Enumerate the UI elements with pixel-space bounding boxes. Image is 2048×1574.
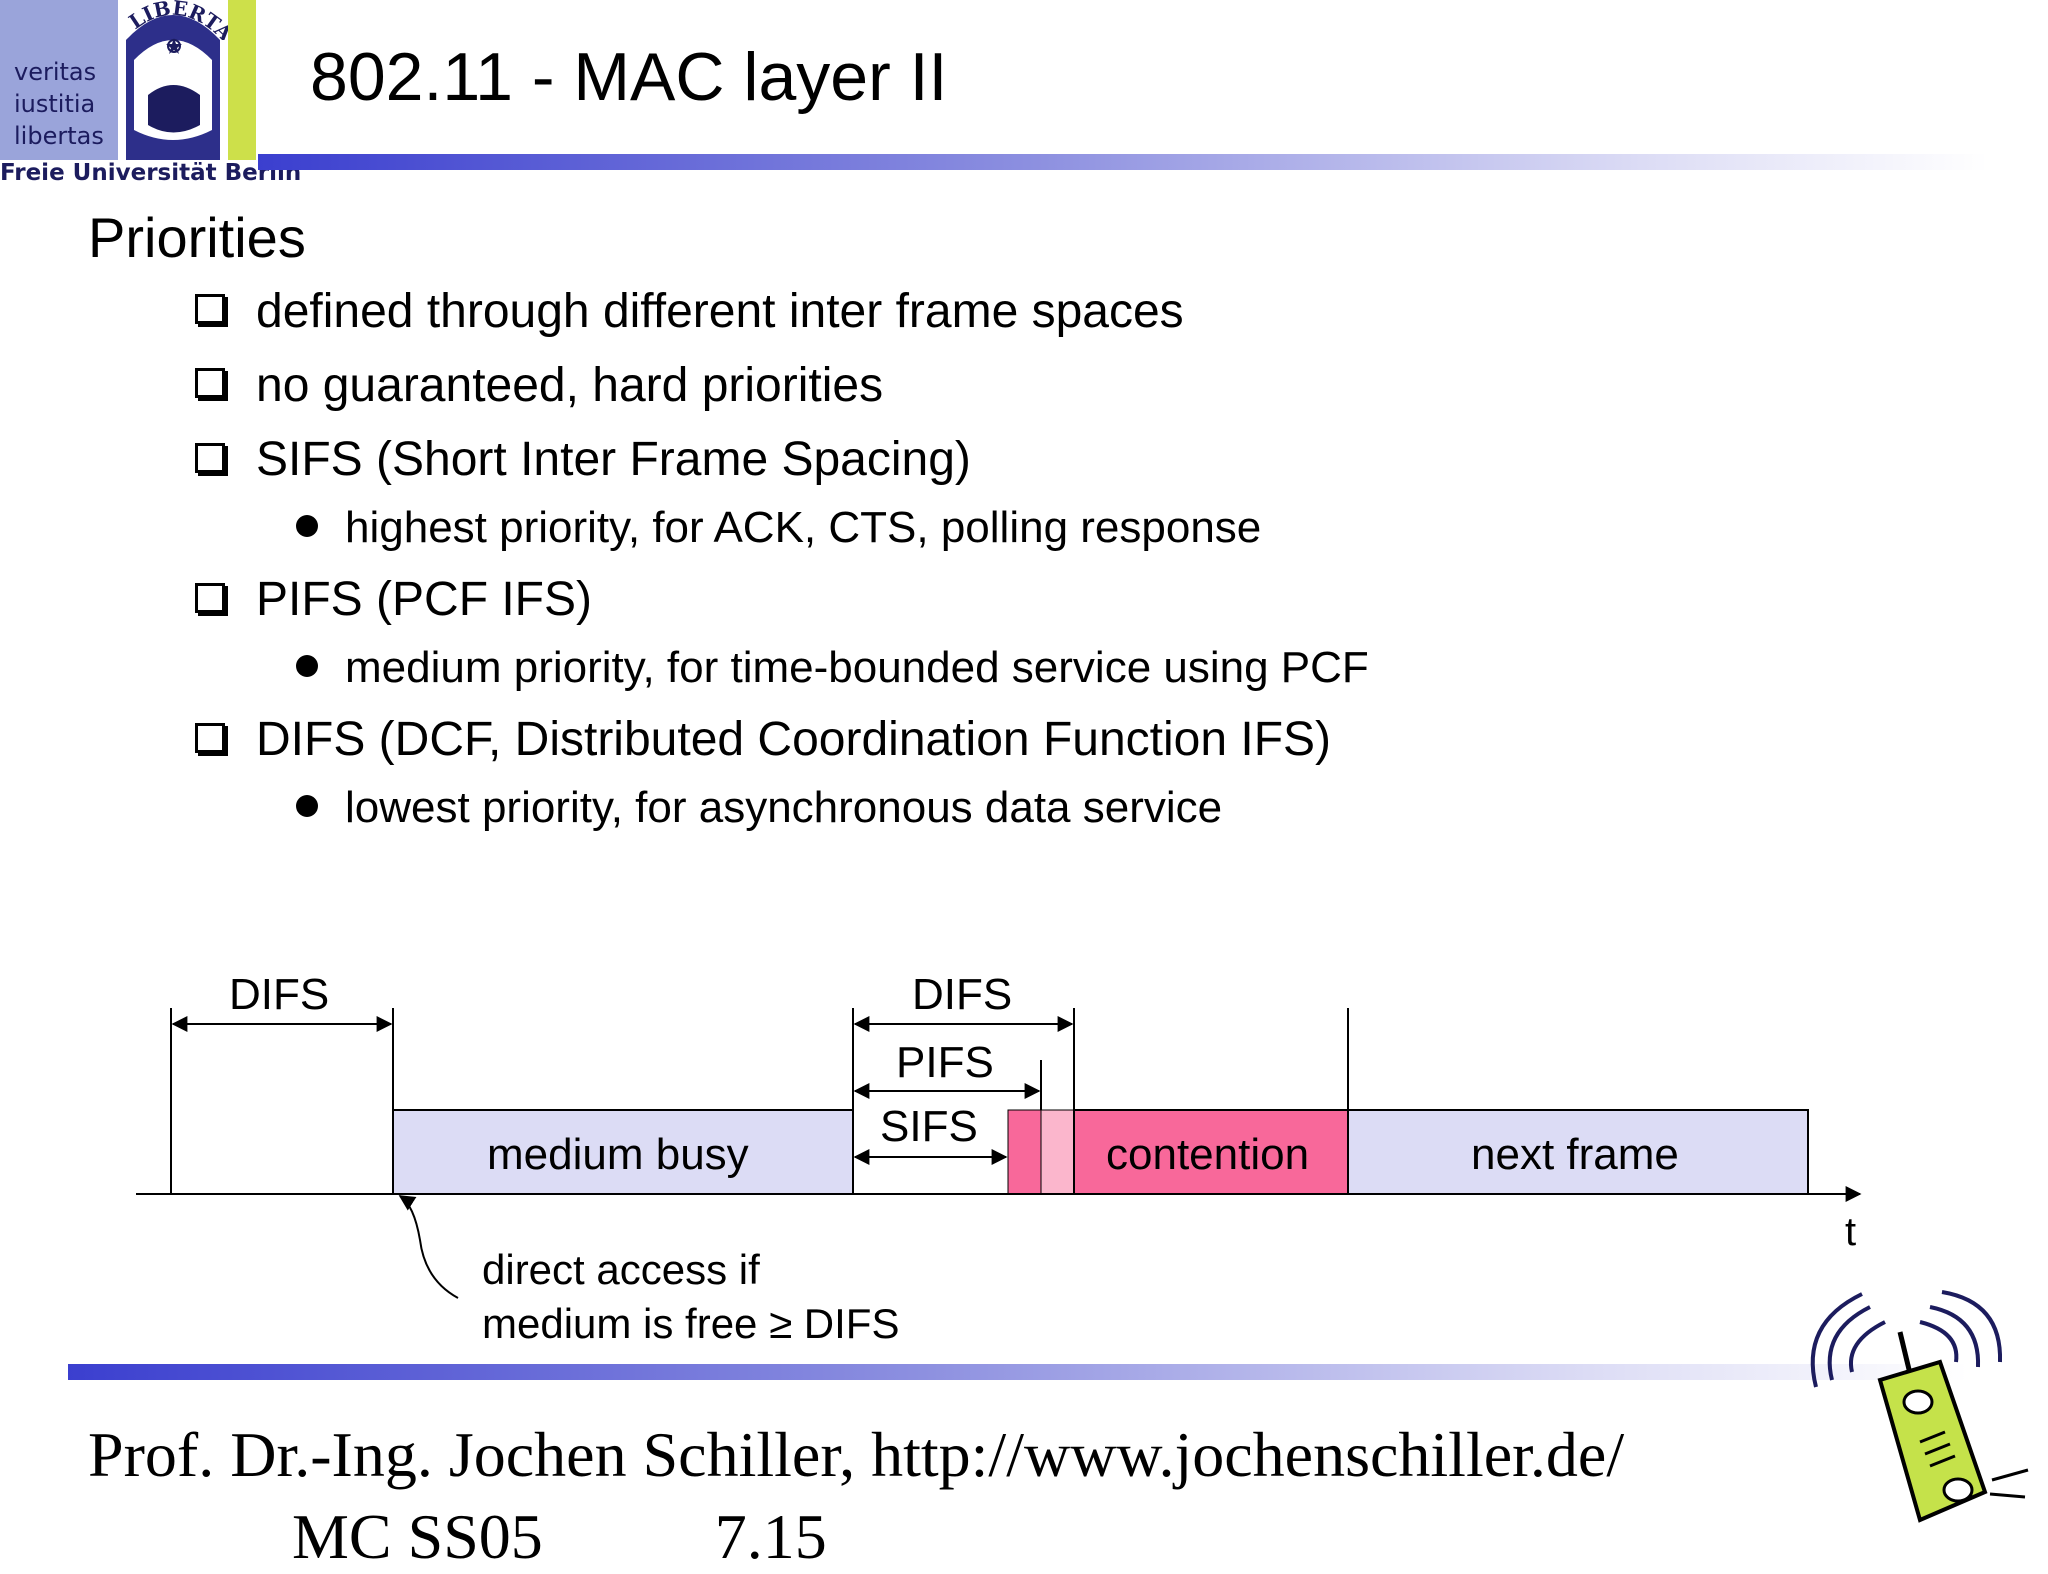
seal-text-path: LIBERTAS: [118, 0, 228, 40]
round-bullet-icon: [296, 515, 318, 537]
logo-panel: veritas iustitia libertas: [0, 0, 122, 160]
section-heading: Priorities: [88, 206, 306, 269]
difs-label: DIFS: [912, 970, 1013, 1019]
sub-bullet-item: medium priority, for time-bounded servic…: [345, 643, 1369, 692]
logo-motto: veritas iustitia libertas: [14, 56, 104, 152]
square-bullet-icon: [195, 294, 225, 324]
time-axis-label: t: [1845, 1210, 1857, 1254]
bullet-item: defined through different inter frame sp…: [256, 285, 1184, 338]
medium-busy-label: medium busy: [487, 1130, 749, 1179]
motto-line: veritas: [14, 58, 97, 86]
title-divider: [258, 154, 1988, 170]
round-bullet-icon: [296, 795, 318, 817]
svg-text:LIBERTAS: LIBERTAS: [118, 0, 228, 40]
footer-course: MC SS05 7.15: [292, 1500, 827, 1574]
university-seal-icon: [118, 0, 228, 160]
square-bullet-icon: [195, 368, 225, 398]
square-bullet-icon: [195, 723, 225, 753]
motto-line: iustitia: [14, 90, 96, 118]
mobile-phone-icon: [1810, 1290, 2029, 1523]
contention-slot-1: [1007, 1109, 1042, 1195]
annotation-line: medium is free ≥ DIFS: [482, 1300, 900, 1347]
page-title: 802.11 - MAC layer II: [310, 39, 948, 115]
ifs-timing-diagram: [136, 1008, 1862, 1299]
square-bullet-icon: [195, 583, 225, 613]
annotation-pointer: [398, 1195, 459, 1299]
motto-line: libertas: [14, 122, 104, 150]
seal-text: LIBERTAS: [118, 0, 228, 40]
bullet-item: SIFS (Short Inter Frame Spacing): [256, 433, 971, 486]
sifs-label: SIFS: [880, 1102, 978, 1151]
footer-author: Prof. Dr.-Ing. Jochen Schiller, http://w…: [88, 1419, 1625, 1490]
sub-bullet-item: highest priority, for ACK, CTS, polling …: [345, 503, 1262, 552]
page-number: 7.15: [714, 1501, 827, 1572]
bullet-item: PIFS (PCF IFS): [256, 573, 592, 626]
university-name: Freie Universität Berlin: [0, 160, 302, 186]
bullet-item: no guaranteed, hard priorities: [256, 359, 884, 412]
pifs-label: PIFS: [896, 1038, 994, 1087]
bullet-item: DIFS (DCF, Distributed Coordination Func…: [256, 713, 1332, 766]
next-frame-label: next frame: [1471, 1130, 1679, 1179]
sub-bullet-item: lowest priority, for asynchronous data s…: [345, 783, 1223, 832]
annotation-line: direct access if: [482, 1246, 760, 1293]
footer-divider: [68, 1364, 1968, 1380]
square-bullet-icon: [195, 443, 225, 473]
logo-accent-bar: [228, 0, 256, 160]
round-bullet-icon: [296, 655, 318, 677]
contention-label: contention: [1106, 1130, 1310, 1179]
university-logo: veritas iustitia libertas LIBERTAS: [0, 0, 258, 160]
difs-label: DIFS: [229, 970, 330, 1019]
contention-slot-2: [1040, 1109, 1075, 1195]
course-label: MC SS05: [292, 1501, 543, 1572]
